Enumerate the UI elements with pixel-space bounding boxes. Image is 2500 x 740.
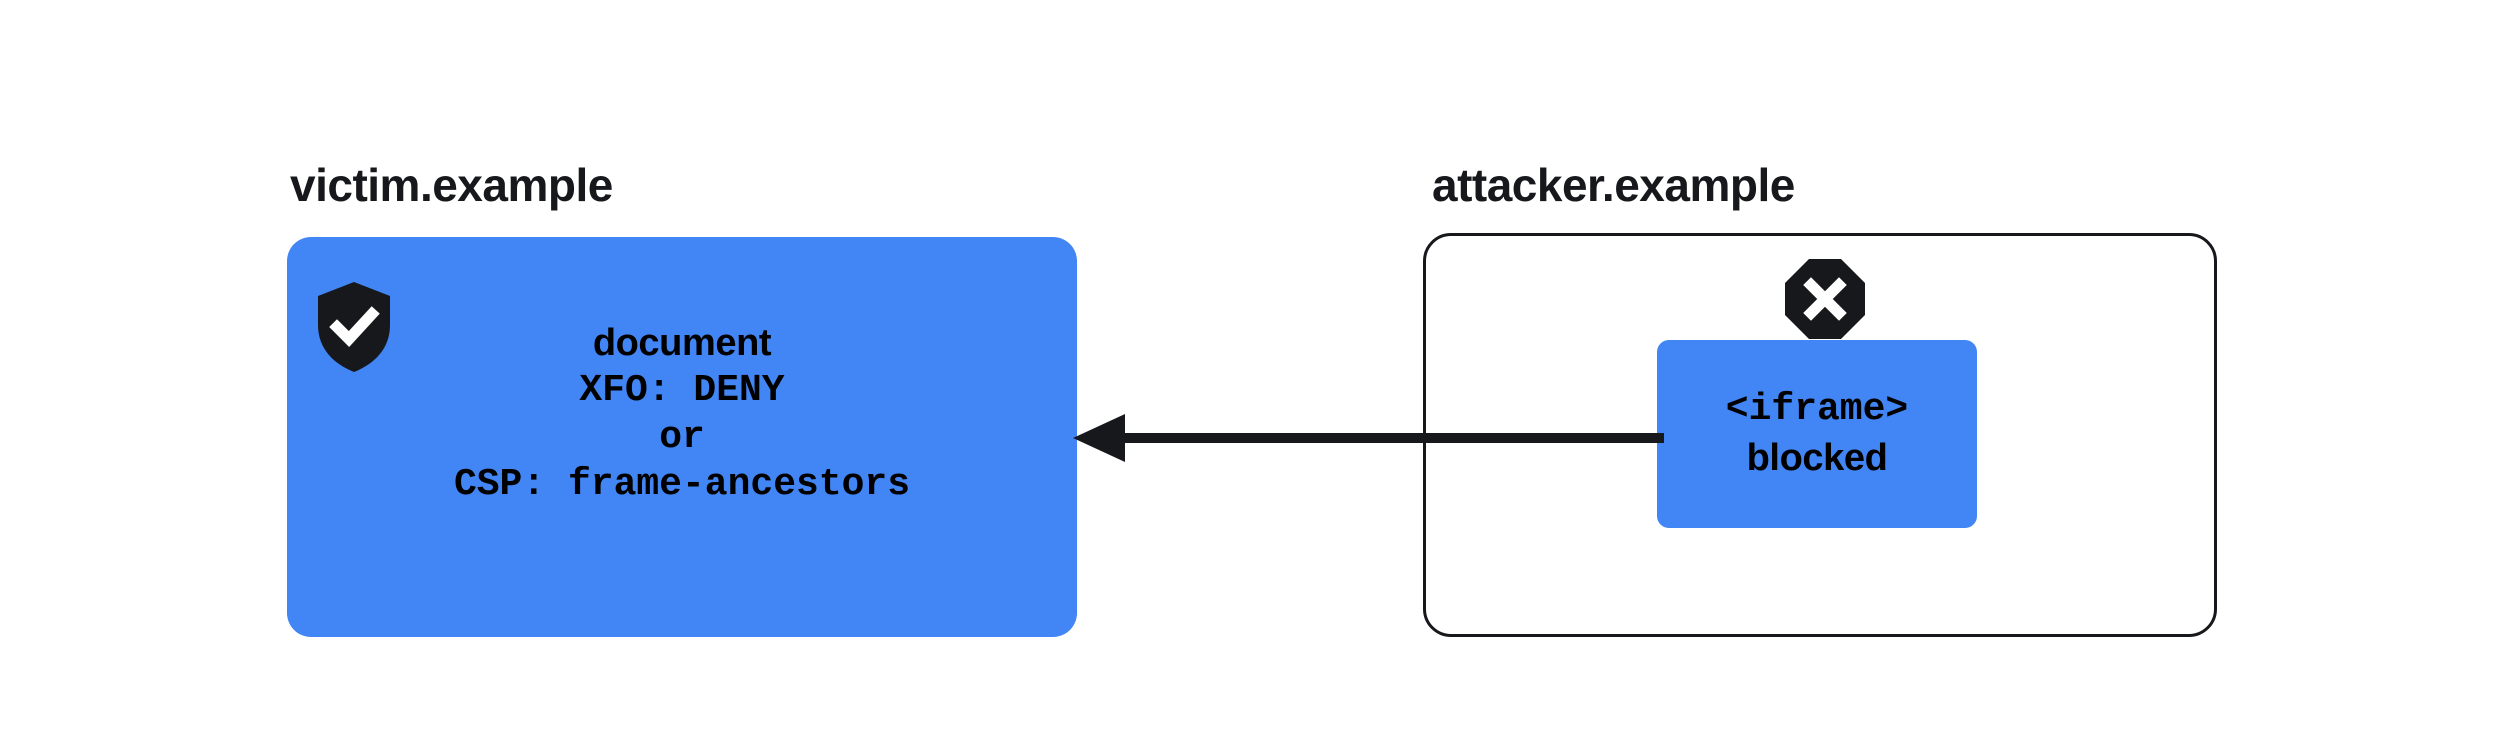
iframe-status-text: blocked — [1746, 437, 1888, 479]
victim-line-csp: CSP: frame-ancestors — [453, 463, 911, 506]
victim-origin-panel — [287, 237, 1077, 637]
x-octagon-icon — [1784, 258, 1866, 340]
victim-origin-label: victim.example — [290, 159, 613, 211]
blocked-embed-arrow — [1060, 408, 1664, 470]
attacker-origin-label: attacker.example — [1432, 159, 1795, 211]
victim-line-document: document — [592, 322, 772, 364]
shield-check-icon — [316, 281, 392, 373]
victim-line-or: or — [659, 416, 705, 459]
attacker-iframe-block: <iframe> blocked — [1657, 340, 1977, 528]
victim-line-xfo: XFO: DENY — [579, 369, 785, 412]
iframe-tag-text: <iframe> — [1725, 388, 1909, 431]
victim-policy-text: document XFO: DENY or CSP: frame-ancesto… — [287, 320, 1077, 508]
